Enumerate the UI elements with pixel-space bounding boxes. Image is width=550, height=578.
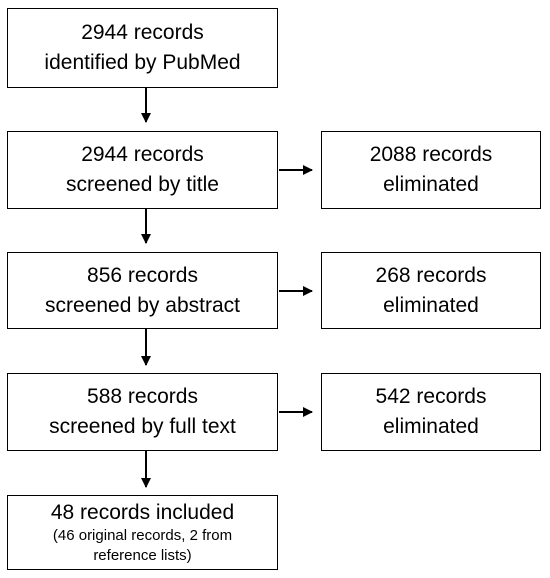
title-eliminated-box: 2088 records eliminated — [321, 131, 541, 209]
abstract-screening-method: screened by abstract — [45, 293, 240, 317]
included-count: 48 records included — [50, 500, 235, 524]
title-screening-count: 2944 records — [81, 143, 204, 166]
identified-count: 2944 records — [81, 21, 204, 44]
fulltext-screening-count: 588 records — [87, 385, 198, 408]
abstract-eliminated-label: eliminated — [383, 293, 479, 317]
identified-box: 2944 records identified by PubMed — [7, 8, 278, 88]
fulltext-eliminated-label: eliminated — [383, 415, 479, 438]
fulltext-eliminated-count: 542 records — [375, 385, 487, 408]
included-box: 48 records included (46 original records… — [7, 495, 278, 570]
included-detail-line2: reference lists) — [93, 546, 192, 564]
fulltext-screening-method: screened by full text — [49, 415, 236, 438]
abstract-eliminated-count: 268 records — [375, 263, 487, 287]
fulltext-screening-box: 588 records screened by full text — [7, 373, 278, 451]
abstract-eliminated-box: 268 records eliminated — [321, 252, 541, 329]
identified-source: identified by PubMed — [44, 51, 241, 74]
fulltext-eliminated-box: 542 records eliminated — [321, 373, 541, 451]
abstract-screening-count: 856 records — [87, 263, 198, 287]
title-screening-box: 2944 records screened by title — [7, 131, 278, 209]
title-screening-method: screened by title — [66, 173, 219, 196]
included-detail-line1: (46 original records, 2 from — [52, 526, 233, 544]
abstract-screening-box: 856 records screened by abstract — [7, 252, 278, 329]
title-eliminated-label: eliminated — [383, 173, 479, 196]
title-eliminated-count: 2088 records — [369, 143, 493, 166]
